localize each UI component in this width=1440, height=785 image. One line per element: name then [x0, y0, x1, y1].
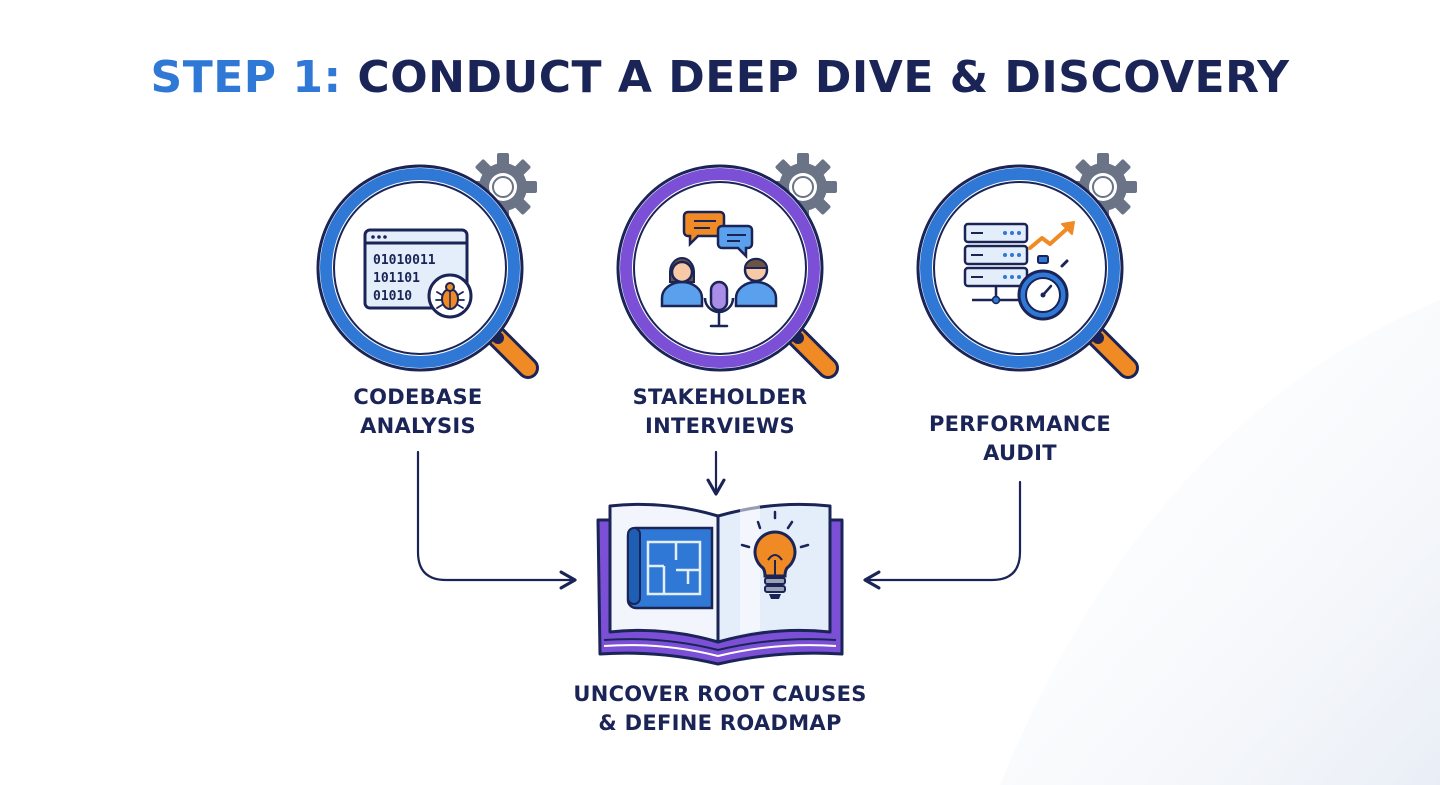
stakeholder-magnifier: [616, 152, 839, 379]
label-line: INTERVIEWS: [645, 414, 795, 438]
codebase-magnifier: 01010011 101101 01010: [316, 152, 539, 379]
code-line: 101101: [373, 271, 420, 286]
microphone-icon: [703, 280, 735, 328]
bug-icon: [427, 273, 473, 319]
code-line: 01010: [373, 289, 412, 304]
arrow-from-codebase: [416, 450, 577, 590]
lightbulb-icon: [740, 510, 810, 599]
code-line: 01010011: [373, 253, 436, 268]
label-codebase-analysis: CODEBASE ANALYSIS: [318, 383, 518, 441]
connector-arrows: [416, 450, 1022, 590]
title-step: STEP 1:: [150, 52, 342, 103]
label-line: AUDIT: [983, 441, 1057, 465]
label-stakeholder-interviews: STAKEHOLDER INTERVIEWS: [610, 383, 830, 441]
label-line: PERFORMANCE: [928, 412, 1112, 436]
label-line: CODEBASE: [353, 385, 483, 409]
label-line: STAKEHOLDER: [632, 385, 808, 409]
blueprint-icon: [626, 526, 714, 610]
stopwatch-icon: [1017, 255, 1069, 321]
open-book-icon: [596, 502, 844, 666]
arrow-from-performance: [863, 480, 1022, 590]
label-line: ANALYSIS: [360, 414, 476, 438]
label-line: & DEFINE ROADMAP: [598, 711, 842, 735]
page-title: STEP 1: CONDUCT A DEEP DIVE & DISCOVERY: [0, 52, 1440, 103]
server-stopwatch-icon: [963, 221, 1075, 321]
performance-magnifier: [916, 152, 1139, 379]
title-text: CONDUCT A DEEP DIVE & DISCOVERY: [357, 52, 1290, 103]
label-line: UNCOVER ROOT CAUSES: [573, 682, 867, 706]
label-performance-audit: PERFORMANCE AUDIT: [910, 410, 1130, 468]
label-outcome: UNCOVER ROOT CAUSES & DEFINE ROADMAP: [540, 680, 900, 738]
interview-icon: [660, 210, 778, 328]
code-bug-icon: 01010011 101101 01010: [363, 228, 473, 319]
